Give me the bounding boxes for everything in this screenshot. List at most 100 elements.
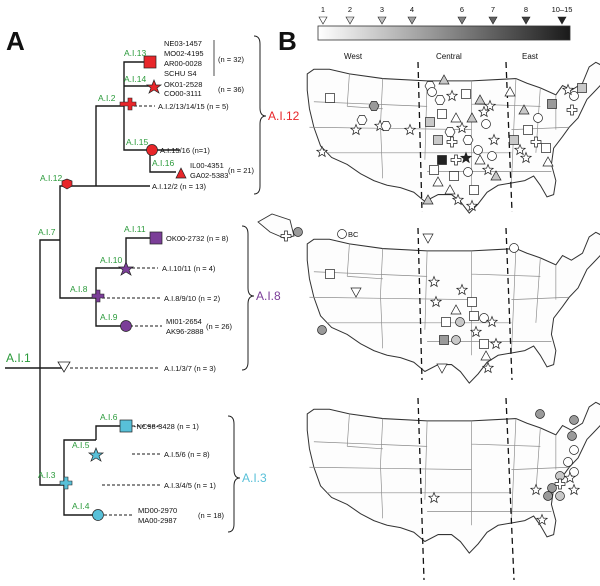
map-star-icon bbox=[403, 123, 417, 136]
map-triangle-icon bbox=[438, 74, 450, 85]
map-triangle-down-icon bbox=[436, 363, 448, 374]
map-circle-icon bbox=[451, 335, 461, 345]
map-star-icon bbox=[567, 483, 581, 496]
map-hexagon-icon bbox=[368, 101, 380, 111]
branch-ai7 bbox=[59, 185, 96, 299]
region-central: Central bbox=[436, 52, 462, 61]
group-label-ai8: A.I.8 bbox=[256, 289, 281, 303]
map-circle-icon bbox=[337, 229, 347, 239]
map-star-icon bbox=[481, 163, 495, 176]
map-triangle-icon bbox=[542, 156, 554, 167]
map-circle-icon bbox=[293, 227, 303, 237]
map-star-icon bbox=[451, 193, 465, 206]
leaf-count-ai14: (n = 36) bbox=[218, 85, 245, 94]
map-star-icon bbox=[427, 491, 441, 504]
map-circle-icon bbox=[569, 415, 579, 425]
node-label-ai5: A.I.5 bbox=[72, 440, 90, 450]
map-circle-icon bbox=[487, 151, 497, 161]
leaf-il00: IL00-4351 bbox=[190, 161, 224, 170]
blue-circle-icon bbox=[92, 509, 104, 521]
map-star-icon bbox=[513, 143, 527, 156]
blue-square-icon bbox=[119, 419, 133, 433]
brace-ai3 bbox=[227, 415, 241, 533]
divider-central-east-3 bbox=[505, 397, 515, 581]
map-triangle-down-icon bbox=[350, 287, 362, 298]
leaf-ma00: MA00-2987 bbox=[138, 516, 177, 525]
branch-ai6 bbox=[95, 425, 126, 440]
node-label-ai3: A.I.3 bbox=[38, 470, 56, 480]
legend-tick-marker-icon bbox=[377, 16, 387, 25]
map-triangle-icon bbox=[474, 154, 486, 165]
map-star-icon bbox=[455, 283, 469, 296]
leaf-ar00: AR00-0028 bbox=[164, 59, 202, 68]
red-star-icon bbox=[145, 79, 163, 94]
map-star-icon bbox=[487, 133, 501, 146]
purple-star-icon bbox=[117, 261, 135, 276]
map-cross-icon bbox=[450, 154, 462, 166]
leaf-ok00: OK00-2732 (n = 8) bbox=[166, 234, 229, 243]
map-star-icon bbox=[455, 121, 469, 134]
legend-tick-marker-icon bbox=[557, 16, 567, 25]
node-label-ai6: A.I.6 bbox=[100, 412, 118, 422]
node-label-ai12: A.I.12 bbox=[40, 173, 62, 183]
node-label-ai15: A.I.15 bbox=[126, 137, 148, 147]
leaf-ai10: A.I.10/11 (n = 4) bbox=[162, 264, 216, 273]
map-cross-icon bbox=[446, 136, 458, 148]
map-triangle-icon bbox=[444, 184, 456, 195]
map-square-icon bbox=[437, 109, 447, 119]
region-west: West bbox=[344, 52, 363, 61]
map-hexagon-icon bbox=[444, 127, 456, 137]
map-square-icon bbox=[441, 317, 451, 327]
map-hexagon-icon bbox=[462, 135, 474, 145]
map-star-icon bbox=[429, 295, 443, 308]
node-label-ai13: A.I.13 bbox=[124, 48, 146, 58]
divider-central-east bbox=[505, 61, 513, 213]
purple-cross-icon bbox=[91, 289, 105, 303]
legend-tick-marker-icon bbox=[488, 16, 498, 25]
map-star-icon bbox=[477, 105, 491, 118]
map-square-icon bbox=[469, 311, 479, 321]
map-circle-icon bbox=[547, 483, 557, 493]
branch-ai10 bbox=[125, 237, 152, 268]
group-label-ai3: A.I.3 bbox=[242, 471, 267, 485]
map-star-icon bbox=[465, 199, 479, 212]
map-star-icon bbox=[315, 145, 329, 158]
phylogenetic-tree: A.I.1 A.I.13 A.I.14 A.I.2 A.I.15 A.I.16 … bbox=[5, 35, 300, 533]
branch-ai8 bbox=[95, 267, 126, 327]
panel-label-a: A bbox=[6, 26, 25, 56]
map-triangle-icon bbox=[504, 86, 516, 97]
leaf-ai1: A.I.1/3/7 (n = 3) bbox=[164, 364, 216, 373]
map-circle-icon bbox=[427, 87, 437, 97]
map-square-icon bbox=[577, 83, 587, 93]
branch-ai2 bbox=[123, 61, 150, 151]
purple-circle-icon bbox=[120, 320, 132, 332]
map-star-icon bbox=[483, 99, 497, 112]
leaf-ne03: NE03-1457 bbox=[164, 39, 202, 48]
map-circle-icon bbox=[463, 167, 473, 177]
map-star-icon bbox=[485, 315, 499, 328]
divider-west-central-2 bbox=[417, 227, 423, 381]
map-square-icon bbox=[509, 135, 519, 145]
map-star-icon bbox=[427, 275, 441, 288]
branch-ai3 bbox=[63, 439, 98, 516]
legend-tick-marker-icon bbox=[457, 16, 467, 25]
leaf-count-ai4: (n = 18) bbox=[198, 511, 225, 520]
map-square-icon bbox=[437, 155, 447, 165]
legend-tick-marker-icon bbox=[318, 16, 328, 25]
blue-cross-icon bbox=[59, 476, 73, 490]
map-square-icon bbox=[449, 171, 459, 181]
panel-label-b: B bbox=[278, 26, 297, 56]
branch-ai16 bbox=[149, 150, 176, 173]
map-triangle-icon bbox=[432, 176, 444, 187]
region-east: East bbox=[522, 52, 539, 61]
leaf-ai5: A.I.5/6 (n = 8) bbox=[164, 450, 210, 459]
legend-tick-label: 8 bbox=[524, 5, 528, 14]
map-circle-icon bbox=[555, 491, 565, 501]
legend-tick-label: 2 bbox=[348, 5, 352, 14]
map-circle-icon bbox=[535, 409, 545, 419]
map-triangle-icon bbox=[474, 94, 486, 105]
divider-central-east-2 bbox=[505, 227, 513, 381]
map-square-icon bbox=[479, 339, 489, 349]
map-square-icon bbox=[425, 117, 435, 127]
map-star-icon bbox=[481, 361, 495, 374]
